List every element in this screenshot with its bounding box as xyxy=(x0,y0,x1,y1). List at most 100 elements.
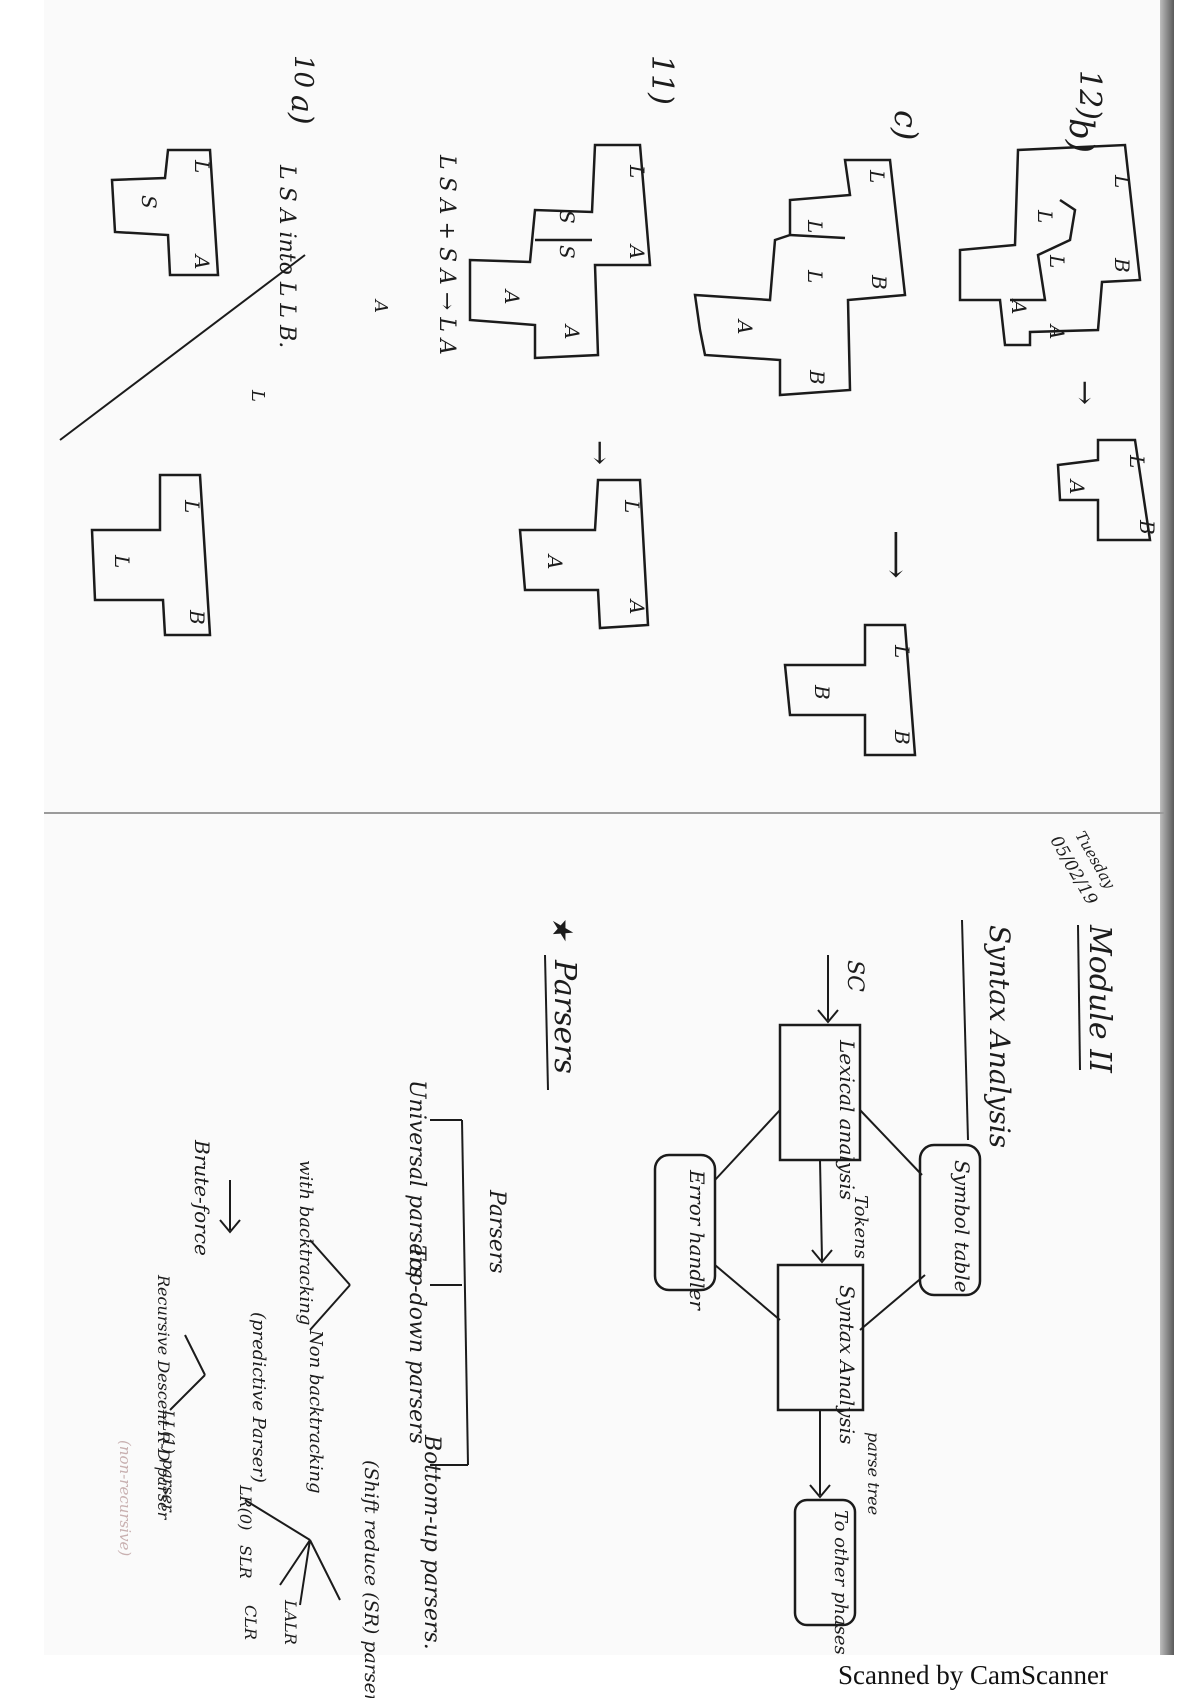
t12b-l-top: L xyxy=(1110,174,1134,188)
t12b-a-right: A xyxy=(1045,323,1069,339)
t10-a: A xyxy=(190,253,214,269)
parsers-trunk xyxy=(461,1119,469,1466)
syntax-box-text: Syntax Analysis xyxy=(835,1285,859,1444)
module-title: Module II xyxy=(1082,924,1117,1074)
t12b-b: B xyxy=(1110,257,1134,273)
q11-label: 11) xyxy=(644,55,679,105)
t12c-l-mid: L xyxy=(803,219,827,233)
t12c-result-l: L xyxy=(890,644,914,658)
q10a-label: a) xyxy=(284,95,319,125)
t12c-result-b-left: B xyxy=(810,684,834,700)
other-phases-box xyxy=(793,1498,857,1627)
t11-s-2: S xyxy=(555,245,579,259)
error-handler-text: Error handler xyxy=(685,1169,709,1311)
t11-result-a-right: A xyxy=(625,598,649,614)
clr-label: CLR xyxy=(241,1605,260,1640)
ll1-parser: LL(1) parser xyxy=(159,1409,178,1513)
parsers-heading: Parsers xyxy=(547,959,582,1074)
non-recursive-note: (non-recursive) xyxy=(116,1440,134,1556)
t-diagram-12b-result xyxy=(1056,438,1152,542)
t11-l: L xyxy=(625,164,649,178)
t10-result-l-left: L xyxy=(110,554,134,568)
t11-a-1: A xyxy=(625,243,649,259)
parsers-root: Parsers xyxy=(484,1189,509,1274)
parse-tree-arrow-head xyxy=(809,1484,831,1499)
q12-label: 12) xyxy=(1072,70,1107,120)
non-backtracking: Non backtracking xyxy=(305,1329,326,1494)
t12b-result-l: L xyxy=(1125,454,1149,468)
symbol-table-box xyxy=(918,1143,982,1297)
t10-s: S xyxy=(137,195,161,209)
arrow-12c: ⟶ xyxy=(876,530,916,579)
t-diagram-10a-result xyxy=(90,473,212,637)
t12c-l-top: L xyxy=(865,169,889,183)
lexical-text: Lexical analysis xyxy=(835,1039,859,1200)
phase-connectors xyxy=(714,1109,926,1331)
t11-s-1: S xyxy=(555,210,579,224)
upper-half: 12) b) c) 11) 10 a) L L L B A A → L B A … xyxy=(59,55,1159,757)
arrow-12b: → xyxy=(1067,380,1102,405)
page-edge-right xyxy=(1160,0,1174,1655)
syntax-analysis-title: Syntax Analysis xyxy=(983,925,1016,1148)
t12c-result-b-right: B xyxy=(890,729,914,745)
t10-l: L xyxy=(190,159,214,173)
topdown-parsers: Top-down parsers xyxy=(404,1245,429,1444)
eq-11-sub: A xyxy=(370,298,391,313)
universal-parsers: Universal parsers xyxy=(404,1080,429,1278)
lalr-label: LALR xyxy=(281,1599,300,1645)
t11-result-a-left: A xyxy=(543,553,567,569)
bottomup-branches xyxy=(244,1499,341,1606)
shift-reduce-parser: (Shift reduce (SR) parser) xyxy=(360,1460,382,1698)
sc-label: SC xyxy=(842,960,867,992)
tokens-arrow xyxy=(819,1159,823,1261)
scanner-watermark: Scanned by CamScanner xyxy=(838,1660,1108,1690)
q12c-label: c) xyxy=(887,110,925,140)
predictive-parser: (predictive Parser) xyxy=(248,1312,269,1483)
eq-11: L S A + S A → L A xyxy=(434,154,459,355)
title-underline xyxy=(961,919,969,1141)
with-backtracking: with backtracking xyxy=(295,1160,316,1325)
t12c-b-top: B xyxy=(867,274,891,290)
brute-force: Brute-force xyxy=(190,1139,214,1256)
topdown-branches xyxy=(309,1239,351,1331)
tokens-label: Tokens xyxy=(850,1195,871,1259)
star-bullet: ★ xyxy=(546,915,579,942)
parse-tree-label: parse tree xyxy=(864,1432,883,1515)
predictive-branches xyxy=(169,1334,206,1411)
t11-a-2: A xyxy=(560,323,584,339)
t-diagram-11-result xyxy=(518,478,650,630)
recursive-descent: Recursive Descent R-D parser xyxy=(154,1274,173,1521)
t-diagram-12c-result xyxy=(783,623,917,757)
other-phases-text: To other phases xyxy=(830,1510,851,1655)
parsers-branches xyxy=(430,1119,468,1466)
t12b-result-a: A xyxy=(1065,478,1089,494)
t12b-a-left: A xyxy=(1007,298,1031,314)
page-fold-line xyxy=(44,812,1164,814)
eq-10-sub: L xyxy=(247,389,268,402)
notebook-page xyxy=(44,0,1162,1655)
t-diagram-11 xyxy=(468,143,652,360)
slr-label: SLR xyxy=(236,1545,255,1579)
sc-arrow xyxy=(817,955,839,1024)
strike-line xyxy=(59,254,306,441)
t12c-a: A xyxy=(733,318,757,334)
t12b-l-mid: L xyxy=(1033,209,1057,223)
t12b-result-b: B xyxy=(1135,519,1159,535)
module-underline xyxy=(1077,924,1081,1071)
brute-arrow xyxy=(219,1180,241,1234)
t-diagram-12c xyxy=(693,158,907,397)
error-handler-box xyxy=(653,1153,717,1292)
lr0-label: LR(0) xyxy=(236,1484,255,1530)
t10-result-l-top: L xyxy=(180,499,204,513)
q10-label: 10 xyxy=(288,55,318,88)
t12c-l-low: L xyxy=(803,269,827,283)
parsers-underline xyxy=(544,954,549,1091)
t11-a-3: A xyxy=(500,288,524,304)
bottomup-parsers: Bottom-up parsers. xyxy=(419,1434,444,1650)
t11-result-l: L xyxy=(620,499,644,513)
symbol-table-text: Symbol table xyxy=(950,1160,974,1293)
t-diagram-12b xyxy=(958,143,1142,347)
arrow-11: → xyxy=(582,440,617,465)
t-diagram-10a xyxy=(110,148,220,277)
